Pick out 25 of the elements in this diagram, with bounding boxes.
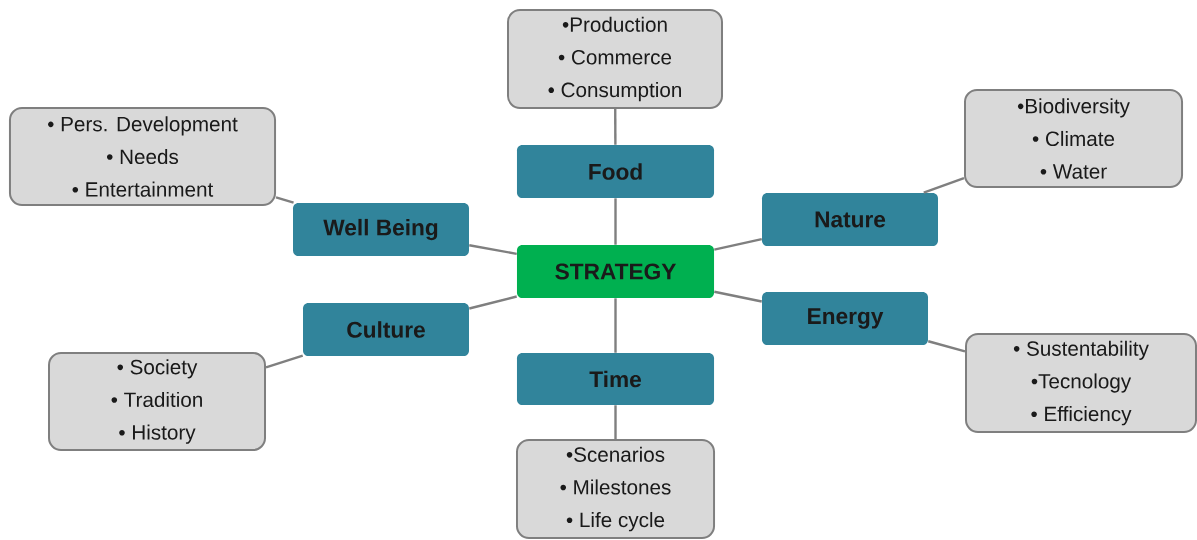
connector-line bbox=[923, 176, 965, 194]
list-box: •Production • Commerce • Consumption bbox=[507, 9, 723, 109]
strategy-box: STRATEGY bbox=[516, 244, 715, 299]
connector-line bbox=[714, 237, 762, 251]
connector-line bbox=[927, 340, 966, 353]
connector-line bbox=[614, 109, 617, 145]
topic-box: Food bbox=[516, 144, 715, 199]
topic-box: Well Being bbox=[293, 202, 469, 257]
list-box: • Society • Tradition • History bbox=[48, 351, 266, 452]
topic-box: Energy bbox=[762, 291, 928, 346]
list-box: •Scenarios • Milestones • Life cycle bbox=[515, 439, 716, 539]
connector-line bbox=[614, 405, 617, 439]
list-box: • Pers. Development • Needs • Entertainment bbox=[8, 106, 277, 207]
connector-line bbox=[614, 198, 617, 245]
connector-line bbox=[714, 290, 762, 303]
connector-line bbox=[468, 295, 517, 310]
list-box: • Sustentability •Tecnology • Efficiency bbox=[965, 333, 1197, 433]
connector-line bbox=[614, 298, 617, 353]
connector-line bbox=[275, 196, 294, 204]
list-box: •Biodiversity • Climate • Water bbox=[963, 88, 1184, 189]
topic-box: Nature bbox=[762, 192, 938, 247]
topic-box: Culture bbox=[303, 302, 469, 357]
connector-line bbox=[469, 244, 517, 255]
topic-box: Time bbox=[516, 353, 715, 405]
connector-line bbox=[265, 354, 304, 369]
